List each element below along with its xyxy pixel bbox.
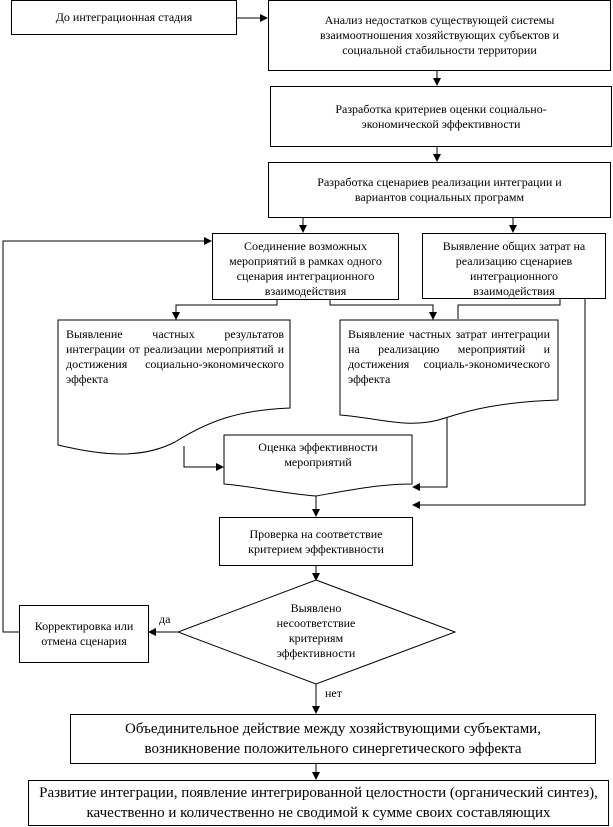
arrow-partial-costs-to-evaluation (412, 417, 448, 491)
no-label: нет (325, 686, 342, 700)
analysis-text: Анализ недостатков существующей системы … (319, 13, 560, 57)
scenarios-text: Разработка сценариев реализации интеграц… (317, 175, 562, 204)
correction-box: Корректировка или отмена сценария (19, 605, 149, 663)
combine-box: Соединение возможных мероприятий в рамка… (212, 233, 399, 300)
decision-diamond-shape (176, 579, 457, 685)
yes-label: да (159, 612, 171, 626)
pre-stage-box: До интеграционная стадия (11, 0, 237, 35)
arrow-total-costs-to-evaluation (412, 298, 586, 509)
criteria-box: Разработка критериев оценки социально-эк… (270, 86, 612, 147)
partial-costs-text: Выявление частных затрат интеграции на р… (348, 327, 550, 386)
partial-results-document-shape (57, 319, 291, 455)
unification-text: Объединительное действие между хозяйству… (125, 721, 541, 757)
arrow-combine-to-partial-results (172, 299, 278, 320)
analysis-box: Анализ недостатков существующей системы … (268, 0, 611, 71)
evaluation-text: Оценка эффективности мероприятий (258, 440, 378, 469)
check-box: Проверка на соответствие критерием эффек… (219, 517, 413, 566)
criteria-text: Разработка критериев оценки социально-эк… (335, 101, 547, 131)
evaluation-document-shape (223, 434, 413, 497)
development-text: Развитие интеграции, появление интегриро… (39, 785, 598, 821)
arrow-feedback-to-combine (2, 237, 212, 633)
decision-text: Выявлено несоответствие критериям эффект… (276, 601, 356, 660)
development-box: Развитие интеграции, появление интегриро… (28, 780, 609, 826)
partial-costs-document-shape (339, 319, 559, 424)
arrow-partial-results-to-evaluation (183, 446, 224, 471)
combine-text: Соединение возможных мероприятий в рамка… (229, 239, 382, 298)
arrow-combine-to-partial-costs (329, 299, 437, 320)
total-costs-box: Выявление общих затрат на реализацию сце… (422, 233, 606, 299)
correction-text: Корректировка или отмена сценария (34, 619, 134, 648)
unification-box: Объединительное действие между хозяйству… (70, 714, 596, 764)
partial-results-text: Выявление частных результатов интеграции… (66, 327, 284, 386)
total-costs-text: Выявление общих затрат на реализацию сце… (442, 239, 586, 298)
pre-stage-text: До интеграционная стадия (55, 10, 193, 24)
scenarios-box: Разработка сценариев реализации интеграц… (268, 162, 611, 218)
check-text: Проверка на соответствие критерием эффек… (248, 526, 384, 556)
